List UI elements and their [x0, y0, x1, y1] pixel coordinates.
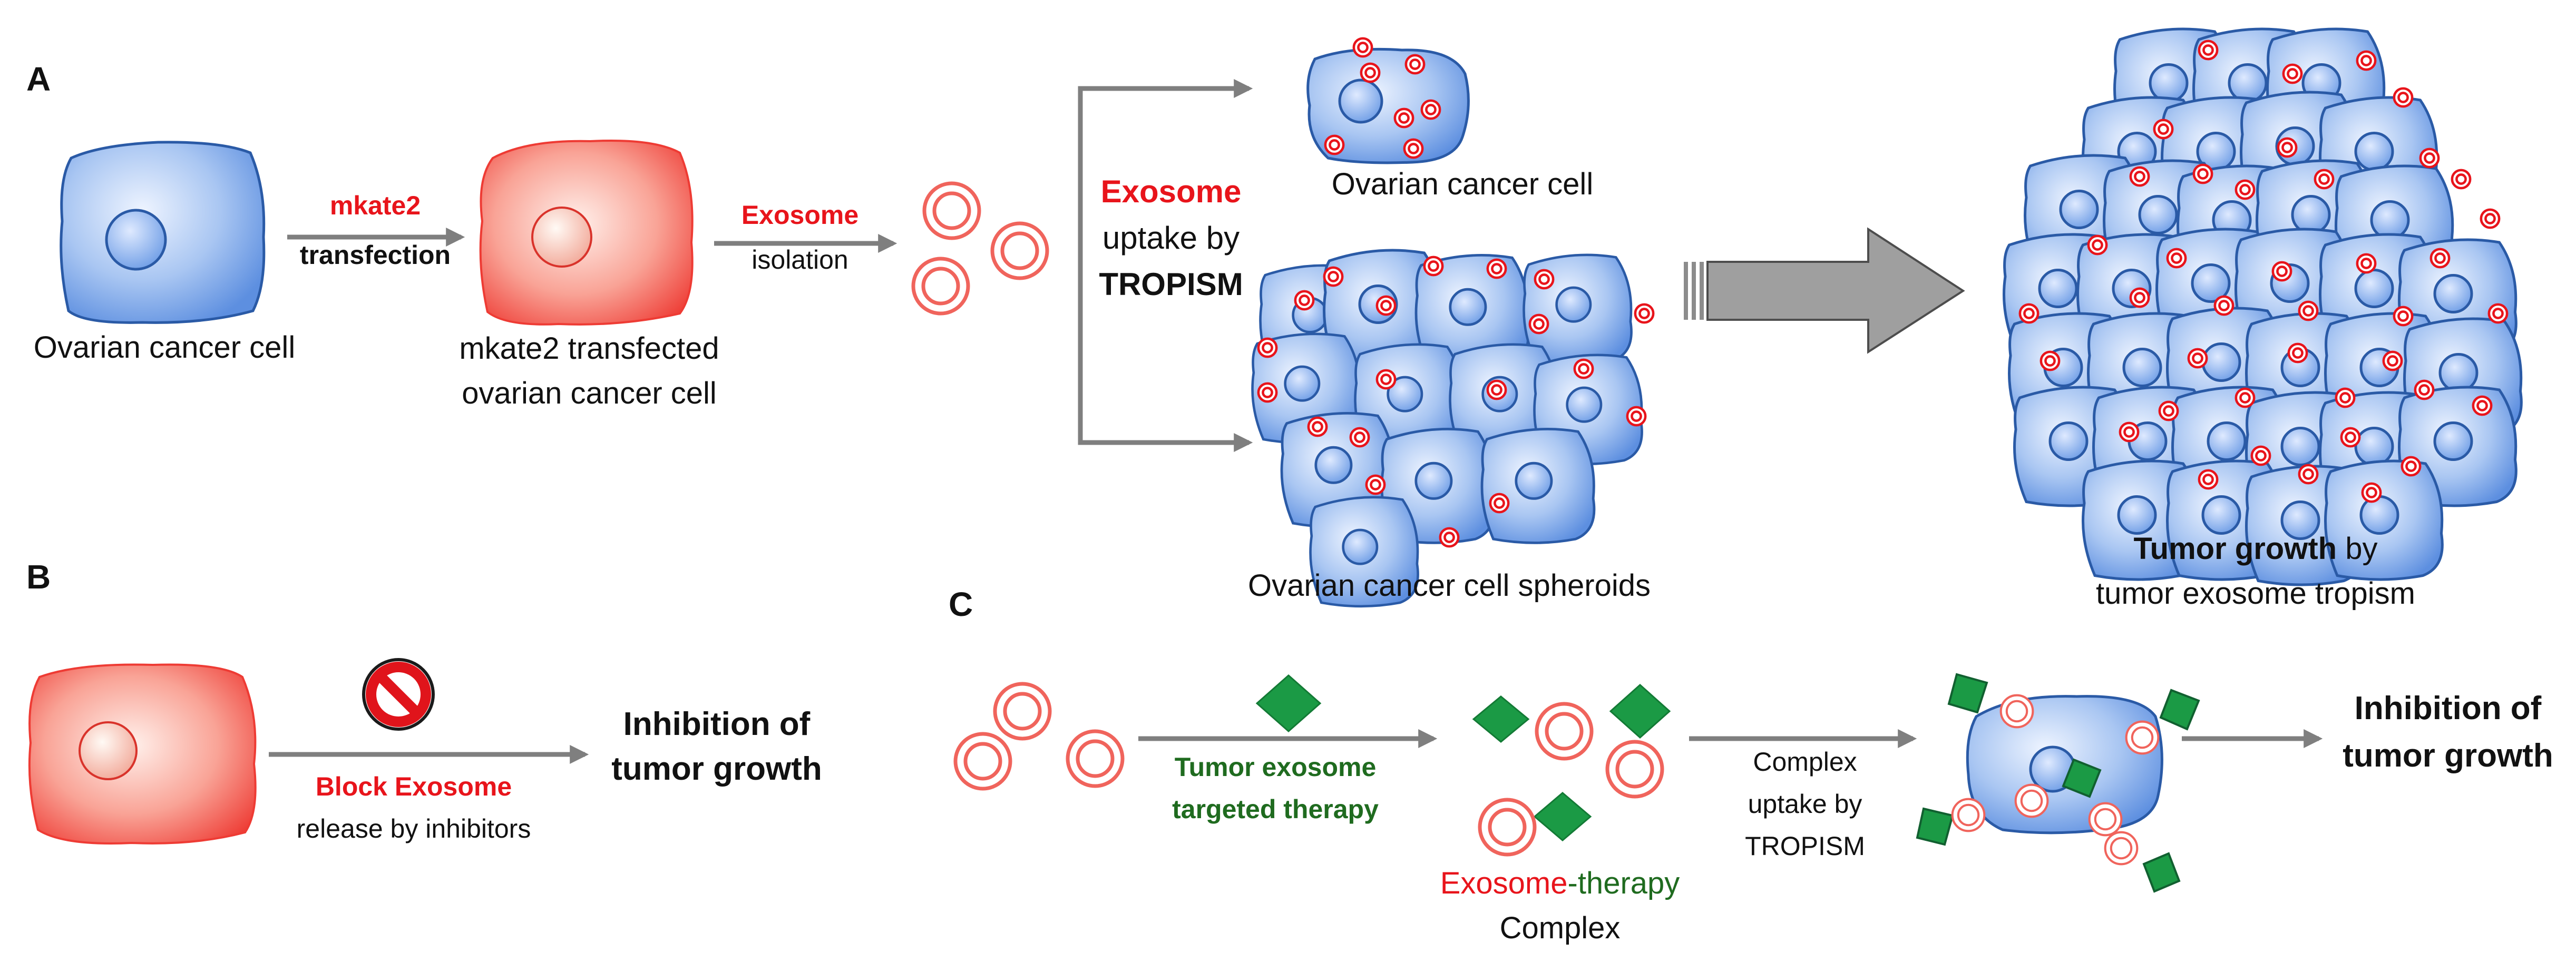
no-entry-icon [362, 658, 435, 731]
complex-dash: - [1567, 866, 1578, 900]
exosome-therapy-complex [1472, 683, 1671, 855]
block-arrow-icon [1684, 227, 1965, 354]
panel-a-letter: A [26, 60, 51, 98]
single-cell-label: Ovarian cancer cell [1331, 167, 1594, 201]
complex-uptake-3: TROPISM [1745, 831, 1865, 861]
uptake-label-2: uptake by [1102, 220, 1240, 256]
panel-c-result-1: Inhibition of [2354, 690, 2542, 727]
complex-uptake-2: uptake by [1748, 789, 1862, 819]
isolated-exosomes [913, 183, 1047, 313]
tropism-split-arrows [1078, 79, 1253, 452]
mkate2-transfected-cell-icon [479, 139, 694, 326]
complex-exosome-word: Exosome [1440, 866, 1568, 900]
isolation-label-top: Exosome [741, 200, 859, 230]
tumor-growth-bold: Tumor growth [2133, 532, 2337, 566]
panel-c-result-2: tumor growth [2343, 738, 2553, 774]
panel-b-result-1: Inhibition of [623, 706, 811, 742]
isolation-label-bottom: isolation [752, 245, 848, 274]
tumor-growth-label-1: Tumor growth by [2134, 532, 2378, 566]
uptake-label-3: TROPISM [1099, 267, 1243, 302]
ovarian-cancer-cell-icon [60, 141, 266, 324]
green-diamond-icon [1255, 674, 1322, 733]
single-cell-with-exosomes [1306, 38, 1470, 164]
block-release-label: release by inhibitors [296, 814, 531, 843]
spheroid-label: Ovarian cancer cell spheroids [1247, 568, 1651, 603]
block-exosome-label: Block Exosome [315, 772, 512, 801]
complex-label-2: Complex [1499, 911, 1621, 945]
therapy-label-1: Tumor exosome [1174, 752, 1377, 782]
panel-c-letter: C [949, 585, 973, 623]
complex-uptake-1: Complex [1753, 747, 1857, 777]
cell2-label-line2: ovarian cancer cell [462, 376, 717, 410]
complex-label-1: Exosome-therapy [1440, 866, 1680, 901]
tumor-growth-label-2: tumor exosome tropism [2096, 576, 2415, 611]
cell-with-complexes [1916, 673, 2200, 893]
tumor-mass [2004, 29, 2522, 585]
transfection-label-top: mkate2 [329, 191, 421, 220]
cell2-label-line1: mkate2 transfected [459, 331, 719, 366]
complex-therapy-word: therapy [1577, 866, 1680, 900]
transfection-label-bottom: transfection [299, 240, 451, 270]
tumor-growth-rest: by [2337, 532, 2378, 566]
cell1-label: Ovarian cancer cell [33, 330, 296, 365]
panel-b-red-cell-icon [28, 663, 257, 845]
panel-b-result-2: tumor growth [611, 751, 822, 787]
therapy-label-2: targeted therapy [1172, 794, 1379, 824]
panel-c-exosomes [955, 684, 1123, 789]
uptake-label-1: Exosome [1100, 174, 1242, 209]
panel-b-letter: B [26, 558, 51, 596]
